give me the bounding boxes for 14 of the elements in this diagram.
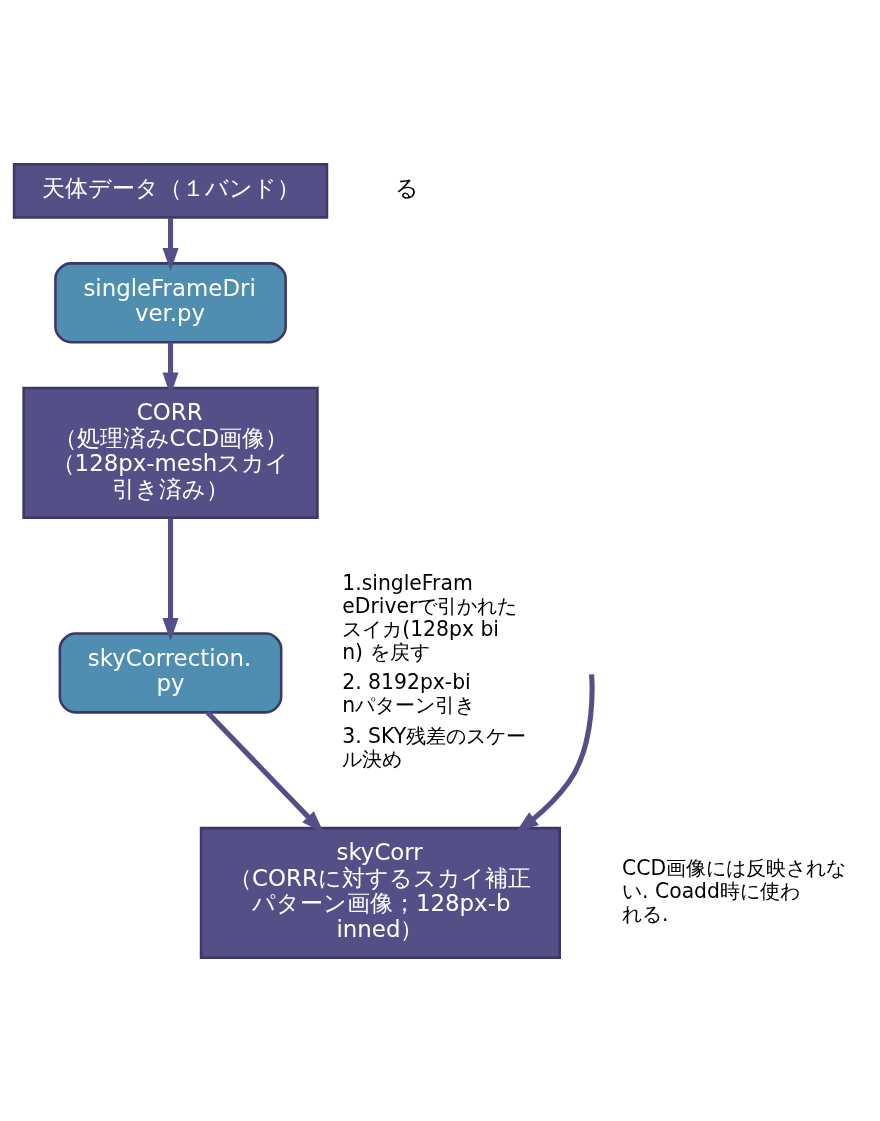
node-label: 2. 8192px-binパターン引き — [341, 669, 475, 717]
node-box: singleFrameDriver.py — [53, 261, 287, 343]
node-box: skyCorrection.py — [58, 631, 282, 714]
arrow — [515, 673, 595, 832]
node-label: 3. SKY残差のスケール決め — [341, 723, 526, 771]
arrow — [162, 217, 179, 271]
arrow — [162, 517, 179, 641]
node-box: 天体データ（１バンド） — [12, 162, 328, 219]
node-box: CORR （処理済みCCD画像） （128px-meshスカイ引き済み） — [21, 386, 319, 519]
node-label: CCD画像には反映されない. Coadd時に使われる. — [621, 855, 846, 926]
node-box: skyCorr （CORRに対するスカイ補正パターン画像；128px-binned） — [199, 826, 561, 959]
arrow — [205, 710, 324, 833]
label: る — [394, 174, 419, 201]
node-label: 1.singleFrameDriverで引かれたスイカ(128px bin) を戻す — [341, 570, 517, 664]
